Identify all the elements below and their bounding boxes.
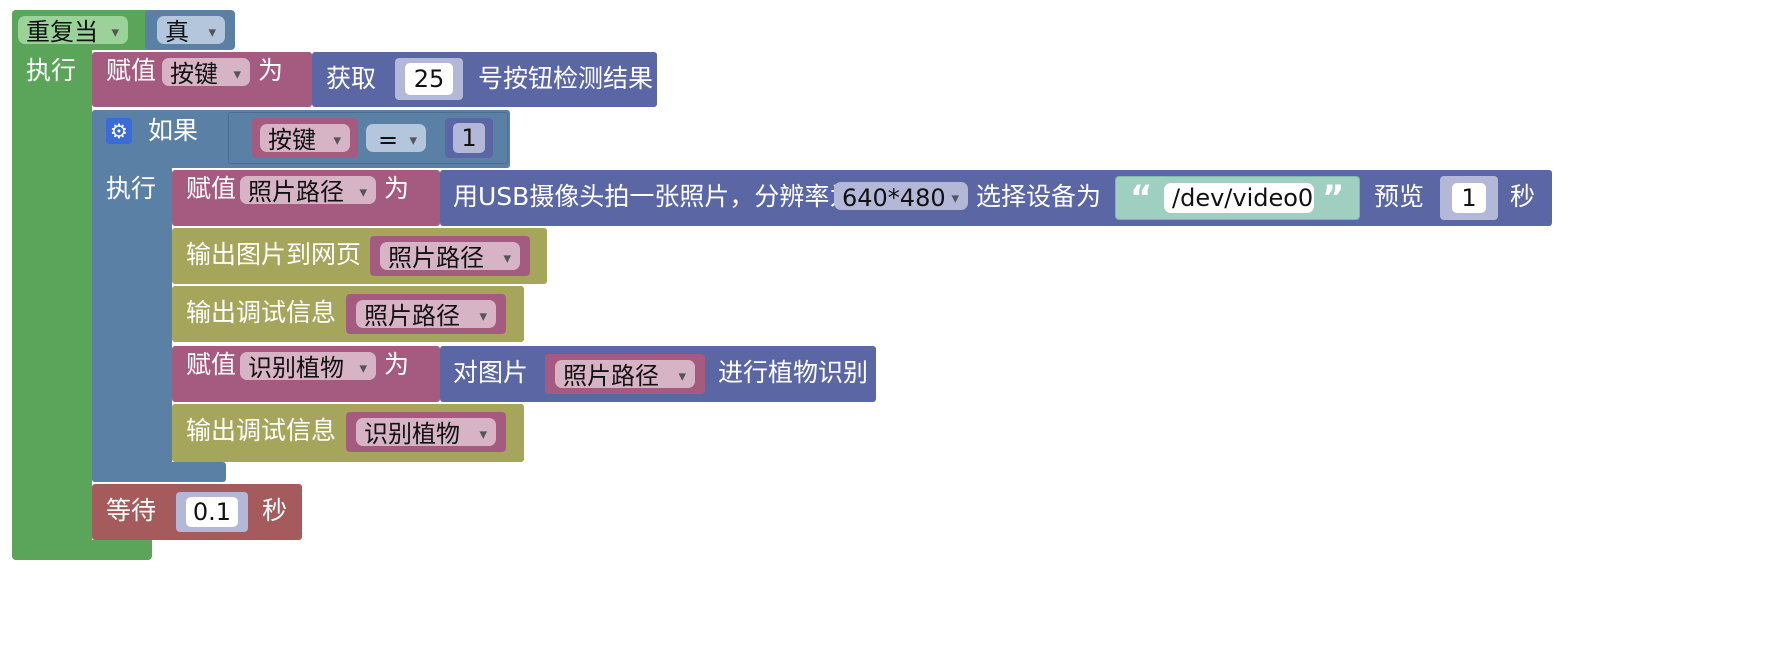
wait-value-input[interactable]: 0.1 (186, 497, 238, 527)
debug-photo-var-dropdown[interactable]: 照片路径 (356, 300, 496, 332)
preview-label: 预览 (1374, 182, 1425, 211)
assign-plant-label: 赋值 (186, 350, 237, 379)
output-image-web-var-block[interactable]: 照片路径 (370, 236, 530, 276)
debug-plant-var-block[interactable]: 识别植物 (346, 412, 506, 452)
assign-key-as: 为 (258, 56, 284, 85)
plant-image-var: 照片路径 (563, 362, 659, 390)
open-quote-icon: “ (1130, 178, 1153, 218)
assign-plant-var: 识别植物 (248, 354, 344, 382)
compare-right-value[interactable]: 1 (453, 123, 485, 153)
compare-right-value-block[interactable]: 1 (445, 118, 493, 158)
resolution-dropdown[interactable]: 640*480 (834, 182, 968, 214)
compare-op: = (378, 126, 399, 154)
repeat-block-spine (12, 10, 92, 560)
assign-key-var-dropdown[interactable]: 按键 (162, 58, 250, 90)
assign-key-label: 赋值 (106, 56, 157, 85)
wait-unit-label: 秒 (262, 496, 288, 525)
output-image-web-var-dropdown[interactable]: 照片路径 (380, 242, 520, 274)
condition-true-label: 真 (165, 18, 189, 46)
resolution-value: 640*480 (842, 184, 946, 212)
if-label: 如果 (148, 116, 199, 145)
close-quote-icon: ” (1322, 178, 1345, 218)
gear-icon[interactable]: ⚙ (106, 118, 132, 144)
debug-photo-label: 输出调试信息 (186, 298, 337, 327)
assign-plant-var-dropdown[interactable]: 识别植物 (240, 352, 376, 384)
device-label: 选择设备为 (976, 182, 1102, 211)
output-image-web-label: 输出图片到网页 (186, 240, 362, 269)
debug-plant-var-dropdown[interactable]: 识别植物 (356, 418, 496, 450)
if-block-spine (92, 110, 172, 482)
if-block-footer (92, 462, 226, 482)
usb-camera-capture-block[interactable] (440, 170, 1552, 226)
compare-left-var-block[interactable]: 按键 (252, 118, 358, 158)
button-number-input[interactable]: 25 (405, 63, 453, 95)
wait-label: 等待 (106, 496, 157, 525)
repeat-mode-dropdown[interactable]: 重复当 (18, 16, 128, 48)
wait-value-block[interactable]: 0.1 (176, 492, 248, 532)
repeat-mode-label: 重复当 (26, 18, 98, 46)
assign-photo-var-dropdown[interactable]: 照片路径 (240, 176, 376, 208)
debug-photo-var-block[interactable]: 照片路径 (346, 294, 506, 334)
device-text-block[interactable]: “ /dev/video0 ” (1115, 176, 1360, 220)
if-do-label: 执行 (106, 174, 157, 203)
debug-photo-var: 照片路径 (364, 302, 460, 330)
assign-photo-as: 为 (384, 174, 410, 203)
compare-op-dropdown[interactable]: = (366, 124, 426, 156)
plant-recognition-post: 进行植物识别 (718, 358, 869, 387)
assign-photo-label: 赋值 (186, 174, 237, 203)
get-button-result-block[interactable] (312, 52, 657, 107)
plant-recognition-pre: 对图片 (453, 358, 529, 387)
compare-left-var: 按键 (268, 126, 316, 154)
debug-plant-var: 识别植物 (364, 420, 460, 448)
get-button-label: 获取 (326, 64, 377, 93)
assign-photo-var: 照片路径 (248, 178, 344, 206)
repeat-block-footer (12, 540, 152, 560)
preview-value-input[interactable]: 1 (1452, 183, 1486, 213)
assign-key-var: 按键 (170, 60, 218, 88)
assign-plant-as: 为 (384, 350, 410, 379)
debug-plant-label: 输出调试信息 (186, 416, 337, 445)
plant-image-var-block[interactable]: 照片路径 (545, 354, 705, 394)
plant-image-var-dropdown[interactable]: 照片路径 (555, 360, 695, 392)
compare-left-var-dropdown[interactable]: 按键 (260, 124, 350, 156)
capture-label: 用USB摄像头拍一张照片，分辨率为 (453, 182, 855, 211)
preview-seconds-label: 秒 (1510, 182, 1536, 211)
button-result-suffix: 号按钮检测结果 (478, 64, 654, 93)
condition-true-block[interactable]: 真 (145, 10, 235, 50)
condition-true-dropdown[interactable]: 真 (157, 16, 225, 48)
output-image-web-var: 照片路径 (388, 244, 484, 272)
device-input[interactable]: /dev/video0 (1164, 183, 1314, 213)
preview-value-block[interactable]: 1 (1440, 176, 1498, 220)
repeat-do-label: 执行 (26, 56, 77, 85)
button-number-block[interactable]: 25 (395, 58, 463, 100)
repeat-while-block[interactable]: 重复当 真 执行 (0, 0, 235, 560)
device-value: /dev/video0 (1172, 184, 1314, 212)
